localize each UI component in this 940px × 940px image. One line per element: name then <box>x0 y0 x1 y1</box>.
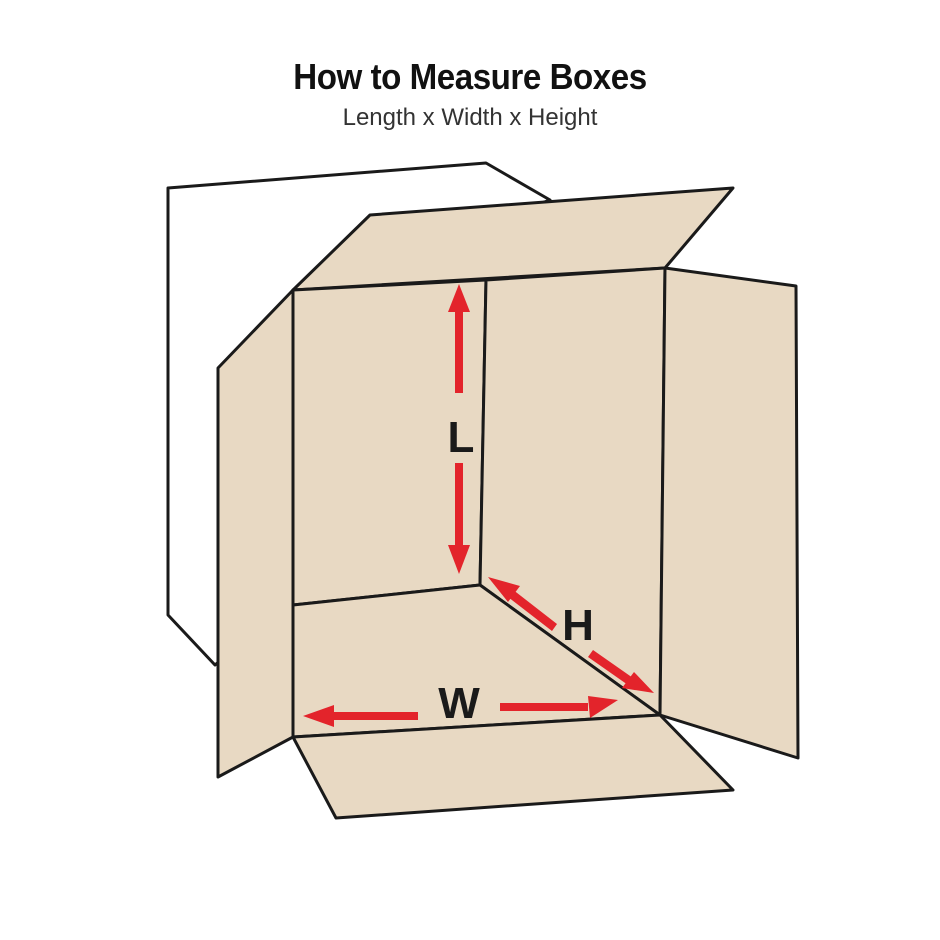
front-flap <box>291 713 735 820</box>
height-label: H <box>562 601 594 650</box>
right-flap <box>658 266 800 760</box>
length-label: L <box>448 413 475 462</box>
width-label: W <box>438 679 480 728</box>
page-title: How to Measure Boxes <box>293 56 647 97</box>
page-subtitle: Length x Width x Height <box>342 104 598 131</box>
left-flap <box>216 288 295 779</box>
length-arrow <box>448 284 470 574</box>
height-arrow <box>488 577 654 693</box>
width-arrow <box>303 696 618 727</box>
